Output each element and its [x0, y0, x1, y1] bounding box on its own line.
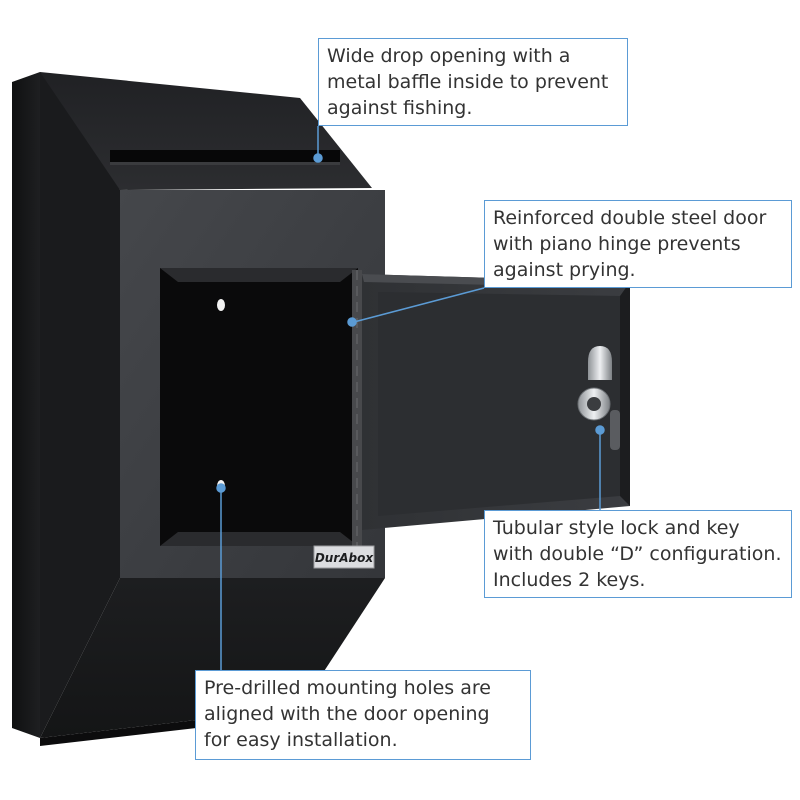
leader-drop-dot [313, 153, 323, 163]
callout-leaders [216, 126, 605, 670]
callout-line: Includes 2 keys. [493, 569, 646, 591]
callout-line: metal baffle inside to prevent [327, 71, 609, 93]
leader-holes-dot [216, 483, 226, 493]
door-opening [160, 268, 358, 546]
lock-keyway [587, 397, 601, 411]
box-left-edge [12, 72, 40, 738]
callout-line: Tubular style lock and key [493, 517, 740, 539]
callout-line: against prying. [493, 259, 636, 281]
leader-lock-dot [595, 425, 605, 435]
callout-door: Reinforced double steel door with piano … [484, 200, 792, 288]
drop-slot [110, 150, 340, 162]
callout-line: Wide drop opening with a [327, 45, 571, 67]
callout-line: against fishing. [327, 97, 473, 119]
leader-door-dot [347, 317, 357, 327]
callout-line: with piano hinge prevents [493, 233, 741, 255]
lock-cam [588, 346, 612, 380]
brand-logo-badge: DurAbox [313, 545, 375, 569]
open-door [362, 274, 632, 530]
mounting-hole-top [217, 299, 225, 311]
callout-lock: Tubular style lock and key with double “… [484, 510, 792, 598]
callout-line: aligned with the door opening [204, 703, 490, 725]
callout-line: with double “D” configuration. [493, 543, 782, 565]
callout-line: Pre-drilled mounting holes are [204, 677, 491, 699]
callout-line: Reinforced double steel door [493, 207, 767, 229]
box-front-left [40, 72, 120, 738]
door-inner-panel [378, 292, 620, 516]
drop-slot-lip [110, 162, 340, 165]
opening-bottom-lip [160, 532, 358, 546]
brand-logo: DurAbox [315, 551, 375, 565]
leader-door-line [353, 287, 485, 323]
piano-hinge [352, 270, 362, 546]
lock-bracket [610, 410, 620, 450]
tubular-lock [577, 346, 620, 450]
callout-mounting-holes: Pre-drilled mounting holes are aligned w… [195, 670, 531, 760]
callout-line: for easy installation. [204, 729, 398, 751]
callout-drop-opening: Wide drop opening with a metal baffle in… [318, 38, 628, 126]
door-right-edge [620, 282, 630, 506]
opening-interior [160, 268, 358, 546]
opening-top-lip [160, 268, 358, 282]
